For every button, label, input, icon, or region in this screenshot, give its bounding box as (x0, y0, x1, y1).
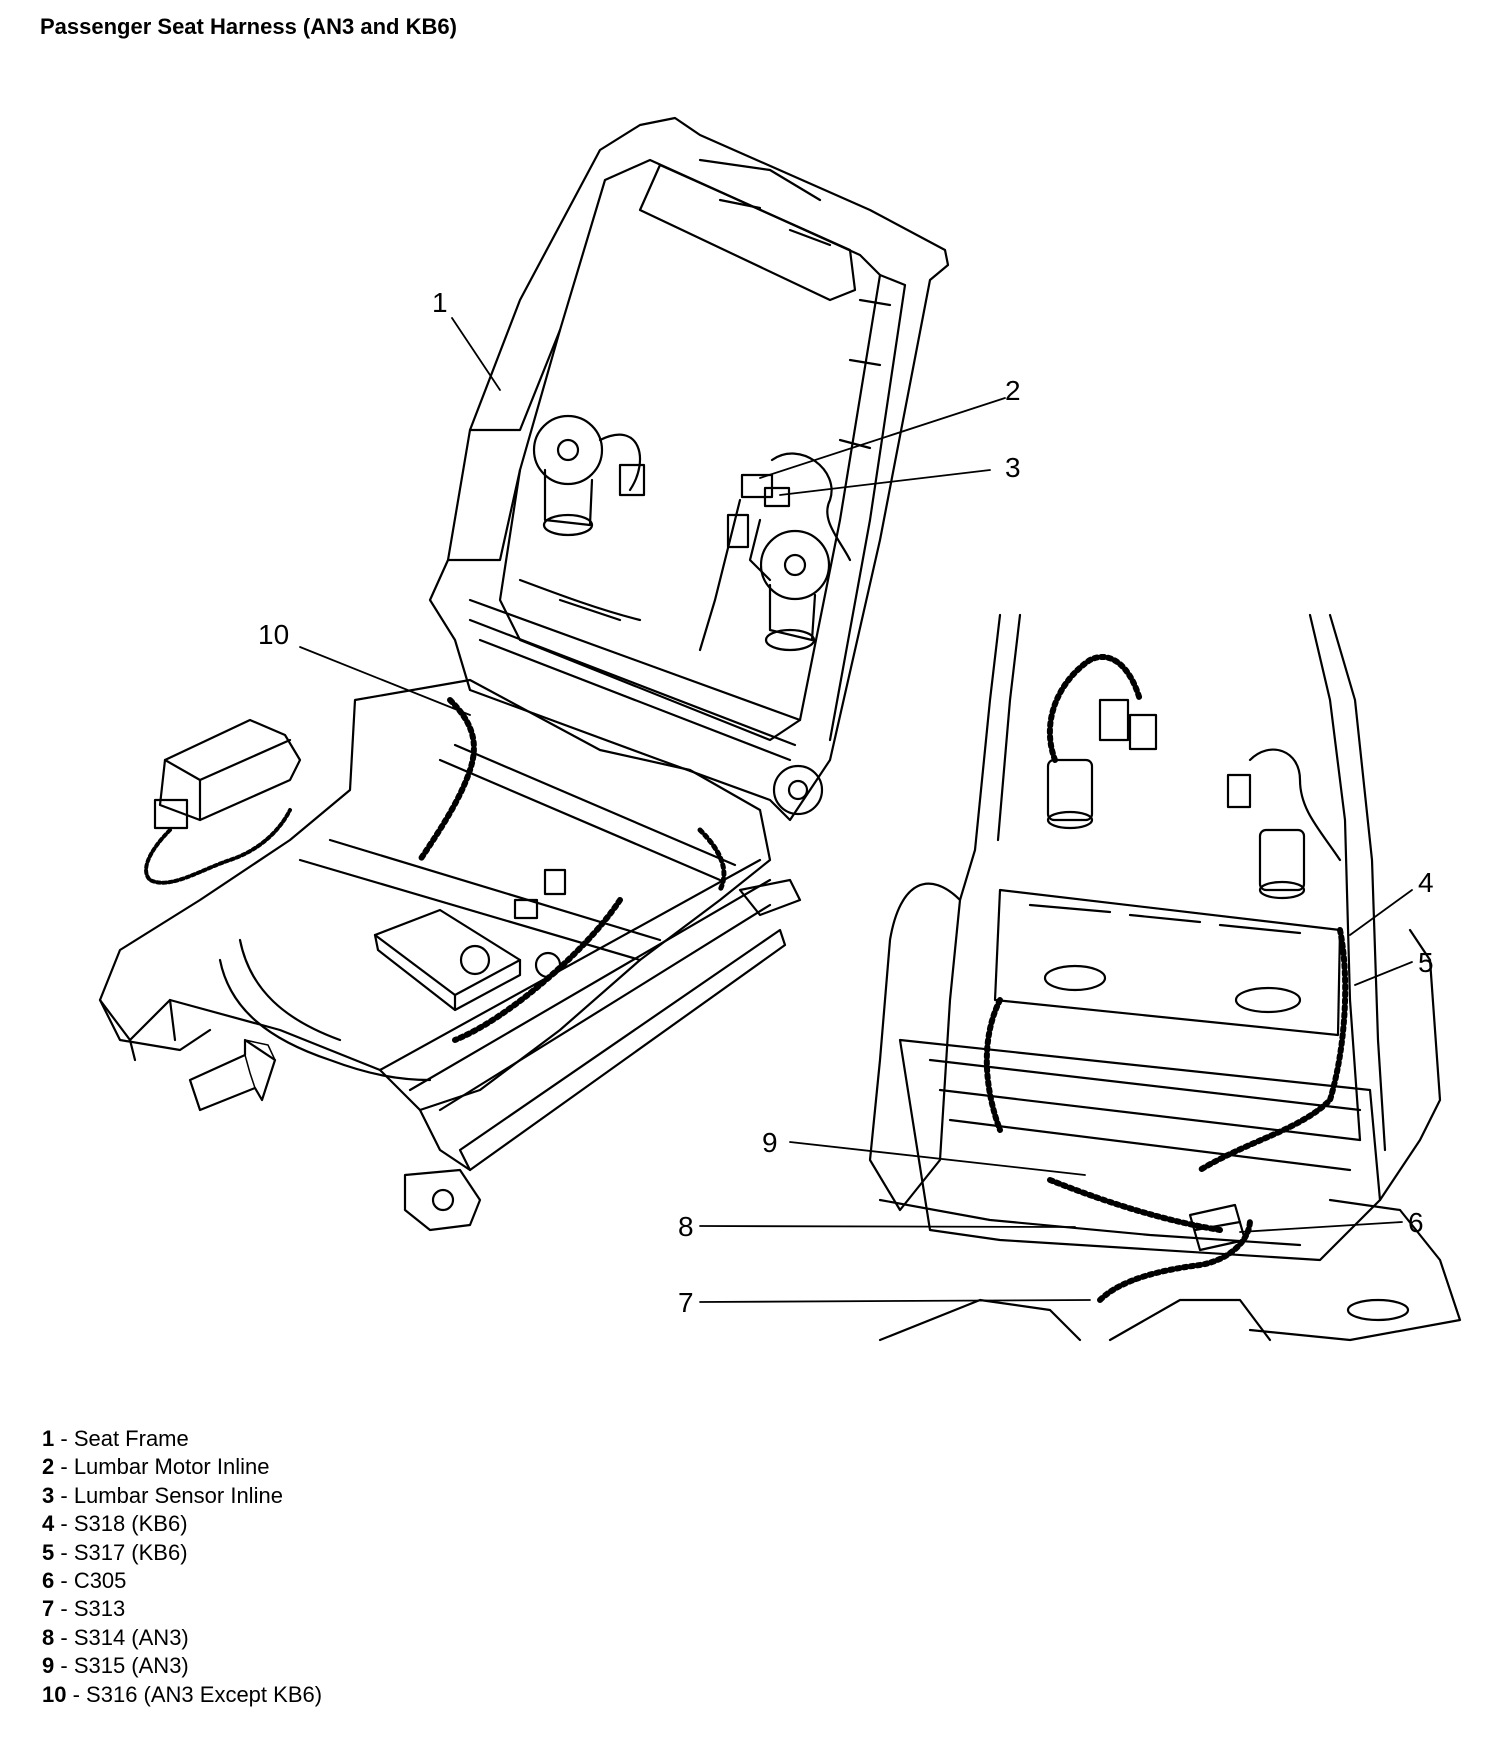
callout-numbers: 1 2 3 4 5 6 7 8 9 10 (258, 287, 1434, 1318)
forward-direction-arrow-icon (188, 1038, 277, 1112)
legend-item: 2 - Lumbar Motor Inline (42, 1454, 270, 1480)
callout-3: 3 (1005, 452, 1021, 483)
legend-item: 9 - S315 (AN3) (42, 1653, 189, 1679)
callout-9: 9 (762, 1127, 778, 1158)
legend-item: 8 - S314 (AN3) (42, 1624, 189, 1650)
rear-harness-detail-drawing (868, 613, 1462, 1342)
legend-item: 6 - C305 (42, 1568, 127, 1594)
callout-2: 2 (1005, 375, 1021, 406)
seat-cushion-frame-drawing (98, 678, 802, 1232)
seat-frame-drawing (428, 116, 950, 822)
callout-1: 1 (432, 287, 448, 318)
legend-item: 3 - Lumbar Sensor Inline (42, 1482, 283, 1508)
diagram-title: Passenger Seat Harness (AN3 and KB6) (40, 14, 457, 39)
callout-10: 10 (258, 619, 289, 650)
callout-4: 4 (1418, 867, 1434, 898)
component-legend: 1 - Seat Frame 2 - Lumbar Motor Inline 3… (42, 1425, 322, 1709)
legend-item: 10 - S316 (AN3 Except KB6) (42, 1681, 323, 1707)
legend-item: 1 - Seat Frame (42, 1426, 189, 1451)
legend-item: 5 - S317 (KB6) (42, 1539, 188, 1565)
callout-leader-lines (299, 317, 1413, 1303)
legend-item: 7 - S313 (42, 1596, 126, 1622)
seat-harness-illustration: 1 2 3 4 5 6 7 8 9 10 (98, 116, 1462, 1342)
legend-item: 4 - S318 (KB6) (42, 1511, 188, 1537)
callout-8: 8 (678, 1211, 694, 1242)
callout-7: 7 (678, 1287, 694, 1318)
callout-5: 5 (1418, 947, 1434, 978)
callout-6: 6 (1408, 1207, 1424, 1238)
